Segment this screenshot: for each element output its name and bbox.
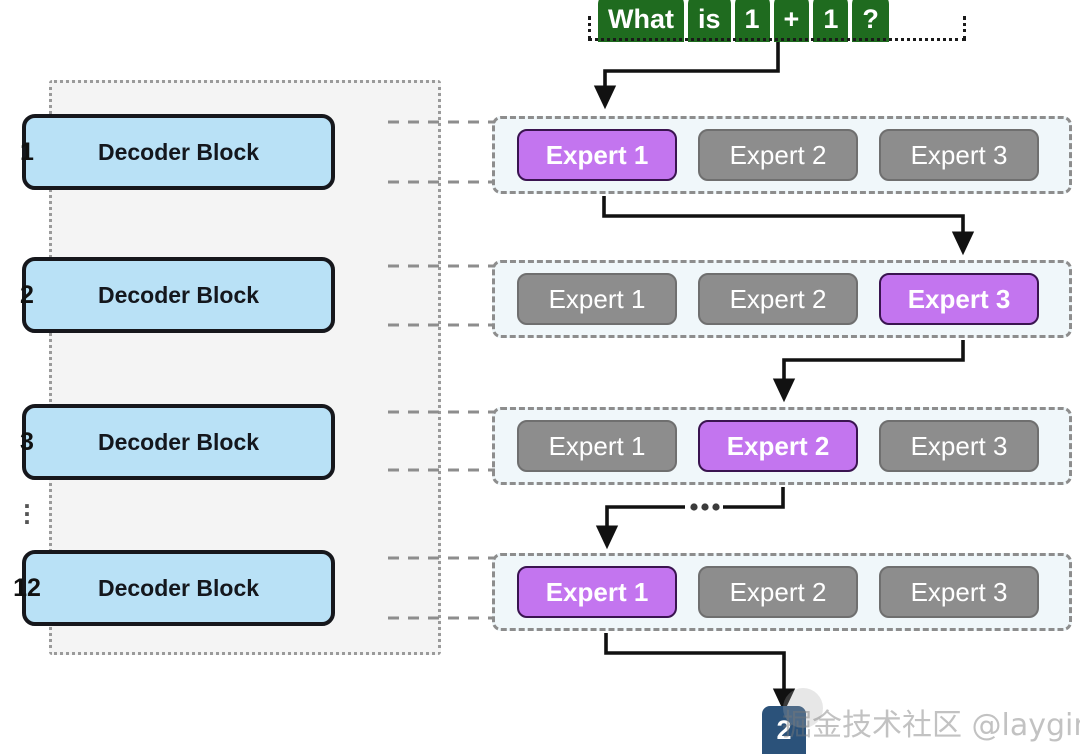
expert-2-layer-1[interactable]: Expert 2: [698, 129, 858, 181]
arrow-layer3-to-layer12: [595, 487, 785, 550]
input-token[interactable]: is: [687, 0, 731, 42]
token-strip-underline: [588, 38, 966, 41]
expert-row-layer-1: Expert 1 Expert 2 Expert 3: [492, 116, 1072, 194]
token-strip-left-tick: [588, 16, 591, 40]
expert-2-layer-3[interactable]: Expert 2: [698, 420, 858, 472]
arrow-layer2-to-layer3: [772, 340, 965, 403]
expert-2-layer-2[interactable]: Expert 2: [698, 273, 858, 325]
expert-1-layer-12[interactable]: Expert 1: [517, 566, 677, 618]
input-token[interactable]: ?: [852, 0, 889, 42]
expert-3-layer-1[interactable]: Expert 3: [879, 129, 1039, 181]
expert-1-layer-3[interactable]: Expert 1: [517, 420, 677, 472]
arrow-layer1-to-layer2: [602, 196, 975, 256]
watermark-text: 掘金技术社区 @laygin: [782, 708, 1080, 743]
expert-1-layer-2[interactable]: Expert 1: [517, 273, 677, 325]
input-token[interactable]: +: [773, 0, 810, 42]
expert-3-layer-12[interactable]: Expert 3: [879, 566, 1039, 618]
expert-row-layer-3: Expert 1 Expert 2 Expert 3: [492, 407, 1072, 485]
layer-index-2: 2: [20, 281, 34, 309]
output-token: 2: [762, 706, 806, 754]
layer-ellipsis: ...: [23, 484, 31, 530]
input-token-strip: What is 1 + 1 ?: [598, 0, 889, 42]
input-token[interactable]: 1: [813, 0, 849, 42]
decoder-block-3[interactable]: Decoder Block: [22, 404, 335, 480]
expert-1-layer-1[interactable]: Expert 1: [517, 129, 677, 181]
arrow-input-to-layer1: [593, 40, 780, 110]
layer-index-12: 12: [13, 574, 41, 602]
decoder-block-1[interactable]: Decoder Block: [22, 114, 335, 190]
decoder-block-2[interactable]: Decoder Block: [22, 257, 335, 333]
expert-3-layer-2[interactable]: Expert 3: [879, 273, 1039, 325]
input-token[interactable]: 1: [734, 0, 770, 42]
expert-3-layer-3[interactable]: Expert 3: [879, 420, 1039, 472]
arrow-layer12-to-output: [604, 633, 796, 713]
expert-row-layer-2: Expert 1 Expert 2 Expert 3: [492, 260, 1072, 338]
decoder-block-12[interactable]: Decoder Block: [22, 550, 335, 626]
expert-row-layer-12: Expert 1 Expert 2 Expert 3: [492, 553, 1072, 631]
token-strip-right-tick: [963, 16, 966, 40]
input-token[interactable]: What: [598, 0, 684, 42]
layer-index-3: 3: [20, 428, 34, 456]
connector-ellipsis-dots: [690, 503, 720, 511]
expert-2-layer-12[interactable]: Expert 2: [698, 566, 858, 618]
layer-index-1: 1: [20, 138, 34, 166]
